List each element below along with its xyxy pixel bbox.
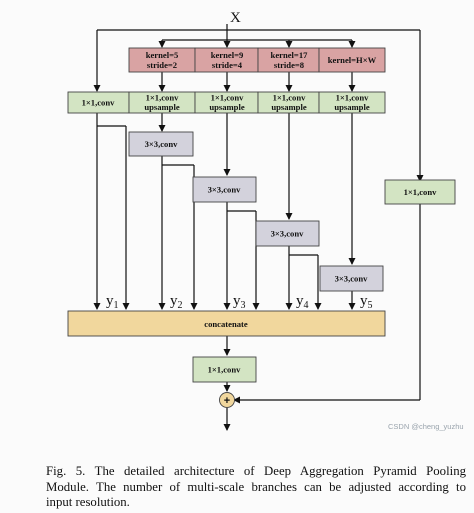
- conv-label: 1×1,conv: [146, 93, 180, 103]
- output-label-y5: y5: [360, 293, 373, 311]
- final-conv-label: 1×1,conv: [208, 365, 242, 375]
- upsample-label: upsample: [271, 102, 307, 112]
- conv3x3-box: 3×3,conv: [255, 220, 320, 247]
- conv3x3-label: 3×3,conv: [271, 229, 305, 239]
- pool-box: kernel=9 stride=4: [194, 47, 259, 73]
- shortcut-conv-box: 1×1,conv: [384, 179, 456, 205]
- shortcut-conv-label: 1×1,conv: [404, 187, 438, 197]
- conv3x3-box: 3×3,conv: [192, 176, 257, 203]
- pool-box: kernel=5 stride=2: [128, 47, 196, 73]
- conv3x3-label: 3×3,conv: [145, 139, 179, 149]
- dappm-diagram: X kernel=5 stride=2 kernel=9 stride=4 ke…: [67, 10, 456, 431]
- watermark: CSDN @cheng_yuzhu: [388, 422, 464, 431]
- add-symbol: +: [224, 395, 230, 407]
- caption-line: input resolution.: [46, 495, 130, 509]
- final-conv-box: 1×1,conv: [192, 356, 257, 383]
- connections: [93, 24, 424, 431]
- conv-upsample-box: 1×1,conv upsample: [257, 91, 320, 114]
- conv3x3-box: 3×3,conv: [319, 265, 384, 292]
- conv1x1-box: 1×1,conv: [67, 91, 130, 114]
- input-label: X: [230, 10, 241, 26]
- output-label-y3: y3: [233, 293, 246, 311]
- pool-box: kernel=H×W: [318, 47, 386, 73]
- pool-kernel-label: kernel=17: [271, 50, 309, 60]
- pool-stride-label: stride=8: [274, 60, 305, 70]
- conv-upsample-box: 1×1,conv upsample: [318, 91, 386, 114]
- pool-box: kernel=17 stride=8: [257, 47, 320, 73]
- conv-upsample-box: 1×1,conv upsample: [128, 91, 196, 114]
- concatenate-label: concatenate: [204, 319, 248, 329]
- pool-kernel-label: kernel=9: [211, 50, 244, 60]
- output-label-y4: y4: [296, 293, 309, 311]
- conv3x3-label: 3×3,conv: [335, 274, 369, 284]
- caption-line: Module. The number of multi-scale branch…: [46, 479, 466, 494]
- pool-kernel-label: kernel=H×W: [328, 55, 377, 65]
- figure-caption: Fig. 5. The detailed architecture of Dee…: [46, 464, 466, 511]
- conv-label: 1×1,conv: [82, 98, 116, 108]
- conv3x3-box: 3×3,conv: [128, 131, 194, 157]
- pool-stride-label: stride=2: [147, 60, 177, 70]
- upsample-label: upsample: [144, 102, 180, 112]
- conv-label: 1×1,conv: [273, 93, 307, 103]
- concatenate-box: concatenate: [67, 310, 386, 337]
- add-node: +: [219, 392, 235, 408]
- output-label-y2: y2: [170, 293, 183, 311]
- conv-label: 1×1,conv: [211, 93, 245, 103]
- upsample-label: upsample: [209, 102, 245, 112]
- pool-stride-label: stride=4: [212, 60, 243, 70]
- conv3x3-label: 3×3,conv: [208, 185, 242, 195]
- upsample-label: upsample: [334, 102, 370, 112]
- conv-label: 1×1,conv: [336, 93, 370, 103]
- pool-kernel-label: kernel=5: [146, 50, 179, 60]
- conv-upsample-box: 1×1,conv upsample: [194, 91, 259, 114]
- caption-line: Fig. 5. The detailed architecture of Dee…: [46, 464, 466, 478]
- output-label-y1: y1: [106, 293, 119, 311]
